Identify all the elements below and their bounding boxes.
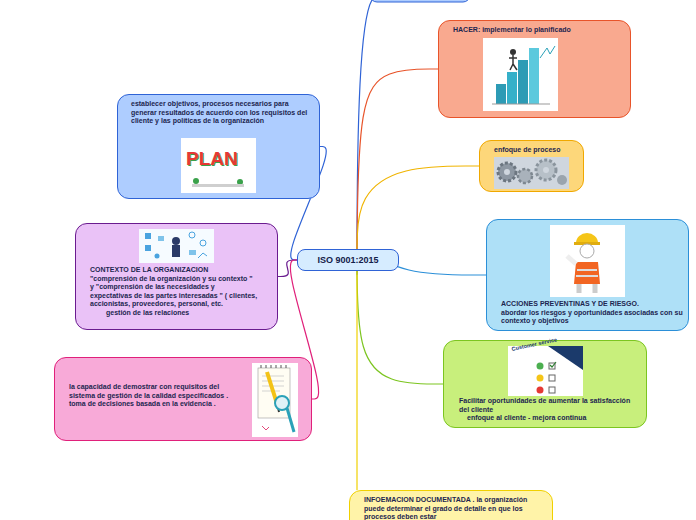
- node-body: "comprensión de la organización y su con…: [90, 275, 258, 309]
- node-body: abordar los riesgos y oportunidades asoc…: [501, 309, 683, 326]
- central-topic: ISO 9001:2015: [297, 249, 399, 271]
- text-area: la capacidad de demostrar con requisitos…: [69, 383, 245, 409]
- node-title: INFOEMACION DOCUMENTADA . la organizació…: [364, 496, 544, 520]
- node-body: gestión de las relaciones: [90, 309, 258, 318]
- node-body: enfoque al cliente - mejora continua: [459, 414, 631, 423]
- documented-info-box: INFOEMACION DOCUMENTADA . la organizació…: [349, 490, 553, 520]
- text-area: ACCIONES PREVENTINAS Y DE RIESGO.abordar…: [501, 300, 683, 326]
- steps-picture: [483, 38, 558, 111]
- gears-picture: [494, 157, 569, 189]
- text-area: establecer objetivos, procesos necesario…: [131, 100, 309, 126]
- branch-connector: [357, 166, 479, 249]
- branch-connector: [357, 271, 443, 384]
- text-area: Facilitar oportunidades de aumentar la s…: [459, 397, 631, 423]
- context-picture: [139, 229, 214, 263]
- node-title: CONTEXTO DE LA ORGANIZACION: [90, 266, 258, 275]
- text-area: enfoque de proceso: [494, 146, 580, 155]
- branch-connector: [356, 271, 357, 490]
- node-title: HACER: implementar lo planificado: [453, 26, 625, 35]
- plan-picture: [181, 138, 256, 193]
- branch-connector: [278, 260, 297, 277]
- node-title: enfoque de proceso: [494, 146, 580, 155]
- customer-box: Facilitar oportunidades de aumentar la s…: [443, 340, 647, 428]
- context-box: CONTEXTO DE LA ORGANIZACION"comprensión …: [75, 223, 278, 330]
- plan-box: establecer objetivos, procesos necesario…: [117, 94, 320, 199]
- text-area: CONTEXTO DE LA ORGANIZACION"comprensión …: [90, 266, 258, 318]
- text-area: INFOEMACION DOCUMENTADA . la organizació…: [364, 496, 544, 520]
- cut-box: [370, 0, 470, 2]
- customer-service-picture: [508, 346, 583, 396]
- do-box: HACER: implementar lo planificado: [438, 20, 631, 118]
- worker-picture: [550, 225, 625, 297]
- process-box: enfoque de proceso: [479, 140, 584, 192]
- node-title: ISO 9001:2015: [298, 250, 398, 270]
- risk-box: ACCIONES PREVENTINAS Y DE RIESGO.abordar…: [486, 219, 689, 331]
- text-area: ISO 9001:2015: [298, 250, 398, 270]
- evidence-box: la capacidad de demostrar con requisitos…: [54, 357, 312, 441]
- node-title: Facilitar oportunidades de aumentar la s…: [459, 397, 631, 414]
- text-area: HACER: implementar lo planificado: [453, 26, 625, 35]
- notepad-picture: [252, 363, 298, 437]
- branch-connector: [357, 69, 438, 249]
- node-title: la capacidad de demostrar con requisitos…: [69, 383, 245, 409]
- node-title: ACCIONES PREVENTINAS Y DE RIESGO.: [501, 300, 683, 309]
- node-title: establecer objetivos, procesos necesario…: [131, 100, 309, 126]
